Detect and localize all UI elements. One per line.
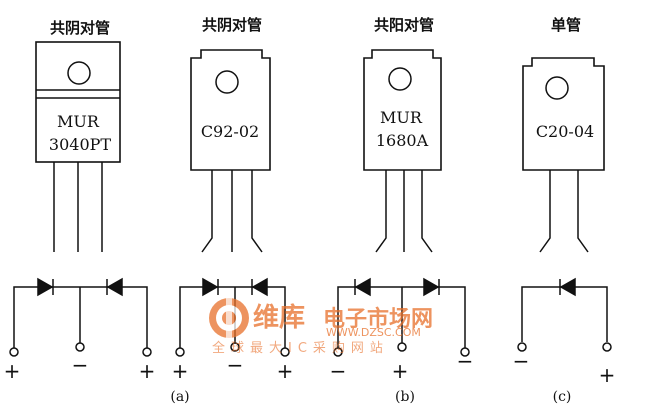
terminal-sign: +: [392, 359, 409, 383]
terminal-sign: −: [457, 349, 474, 373]
terminal-dot: [230, 342, 240, 352]
schematic-c: − + −: [330, 277, 474, 383]
mounting-hole-icon: [388, 67, 412, 91]
terminal-dot: [397, 342, 407, 352]
watermark-slogan: 全球最大IC采购网站: [212, 340, 389, 356]
terminal-sign: −: [72, 353, 89, 377]
diode-symbol: [354, 277, 371, 297]
schematic-a: + − +: [4, 277, 156, 383]
terminal-dot: [602, 342, 612, 352]
package-c: MUR 1680A: [363, 49, 442, 253]
part-number-c-line1: MUR: [380, 108, 423, 127]
diode-symbol: [251, 277, 268, 297]
terminal-sign: +: [139, 359, 156, 383]
terminal-sign: −: [513, 349, 530, 373]
mounting-hole-icon: [67, 61, 91, 85]
terminal-sign: +: [277, 359, 294, 383]
package-title-c: 共阳对管: [374, 16, 434, 34]
terminal-dot: [460, 347, 470, 357]
part-number-c-line2: 1680A: [376, 131, 429, 150]
part-number-a-line2: 3040PT: [49, 135, 111, 154]
diode-symbol: [559, 277, 576, 297]
schematic-b: + − +: [172, 277, 294, 383]
watermark: 维库 电子市场网 WWW.DZSC.COM 全球最大IC采购网站: [209, 294, 433, 356]
part-number-b-line1: C92-02: [201, 122, 259, 141]
terminal-dot: [175, 347, 185, 357]
caption-c: (c): [553, 389, 572, 405]
diode-symbol: [106, 277, 123, 297]
package-b: C92-02: [190, 49, 271, 253]
watermark-logo-icon: [209, 294, 249, 342]
terminal-dot: [75, 342, 85, 352]
terminal-sign: +: [172, 359, 189, 383]
terminal-sign: −: [330, 359, 347, 383]
package-title-d: 单管: [551, 16, 581, 34]
part-number-d-line1: C20-04: [536, 122, 594, 141]
terminal-dot: [517, 342, 527, 352]
mounting-hole-icon: [215, 70, 239, 94]
terminal-sign: +: [599, 363, 616, 387]
caption-b: (b): [395, 389, 415, 405]
mounting-hole-icon: [545, 76, 569, 100]
schematic-d: − +: [513, 277, 616, 387]
package-a: MUR 3040PT: [35, 41, 121, 252]
diode-symbol: [202, 277, 219, 297]
terminal-dot: [280, 347, 290, 357]
diode-symbol: [37, 277, 54, 297]
terminal-sign: −: [227, 353, 244, 377]
package-d: C20-04: [522, 57, 605, 253]
terminal-dot: [333, 347, 343, 357]
terminal-sign: +: [4, 359, 21, 383]
package-title-a: 共阴对管: [50, 19, 110, 37]
watermark-brand: 维库: [253, 302, 305, 333]
watermark-site: 电子市场网: [323, 306, 433, 332]
diode-symbol: [423, 277, 440, 297]
watermark-url: WWW.DZSC.COM: [326, 326, 421, 339]
package-title-b: 共阴对管: [202, 16, 262, 34]
terminal-dot: [9, 347, 19, 357]
part-number-a-line1: MUR: [57, 112, 100, 131]
caption-a: (a): [170, 389, 189, 405]
terminal-dot: [142, 347, 152, 357]
